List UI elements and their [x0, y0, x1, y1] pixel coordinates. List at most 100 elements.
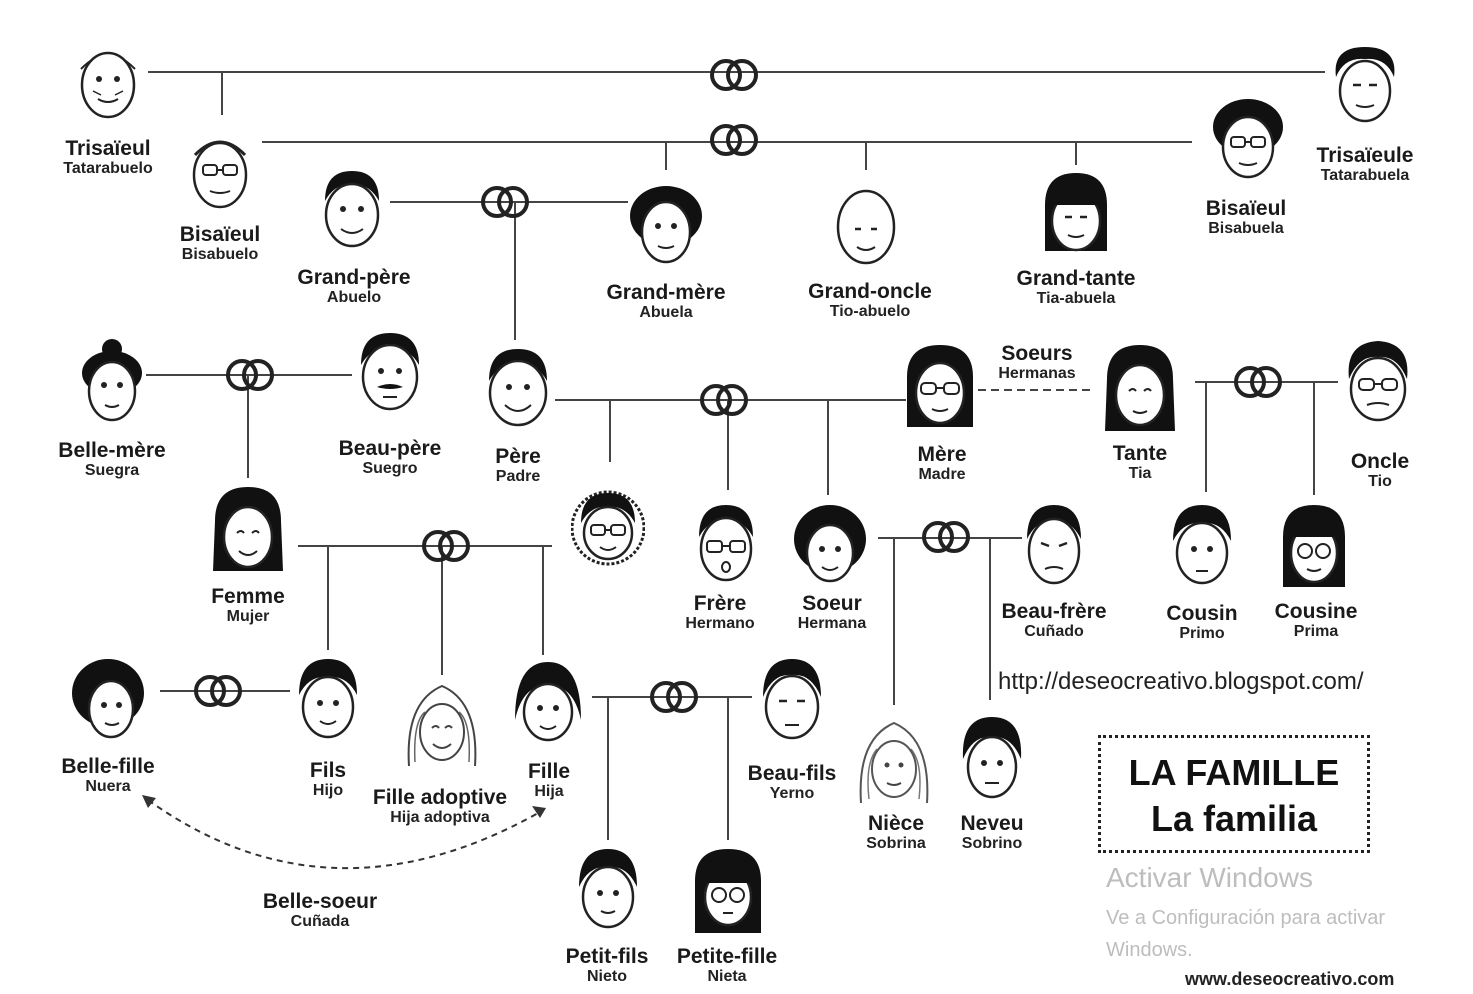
marriage-rings-icon	[422, 530, 470, 562]
label-fr: Neveu	[960, 812, 1024, 835]
label-fr: Cousin	[1166, 602, 1238, 625]
label-es: Yerno	[769, 785, 815, 802]
label-es: Hija adoptiva	[390, 809, 490, 826]
label-es: Prima	[1293, 623, 1339, 640]
yerno-portrait-icon	[763, 659, 821, 740]
label-es: Madre	[918, 466, 966, 483]
label-fr: Nièce	[867, 812, 925, 835]
marriage-rings-icon	[194, 675, 242, 707]
label-es: Sobrino	[961, 835, 1023, 852]
label-es: Tio	[1368, 473, 1392, 490]
label-fr: Grand-père	[297, 266, 411, 289]
tatarabuelo-portrait-icon	[80, 51, 136, 119]
label-es: Tatarabuelo	[63, 160, 153, 177]
label-es: Bisabuela	[1208, 220, 1284, 237]
footer-url: www.deseocreativo.com	[1185, 969, 1395, 989]
label-fr: Grand-oncle	[808, 280, 932, 303]
label-fr: Frère	[693, 592, 747, 615]
bisabuela-portrait-icon	[1213, 99, 1283, 179]
marriage-rings-icon	[700, 384, 748, 416]
abuela-portrait-icon	[630, 186, 702, 264]
label-es: Cuñada	[290, 913, 350, 930]
padre-portrait-icon	[488, 349, 548, 427]
label-fr: Soeurs	[1001, 342, 1073, 365]
title-french: LA FAMILLE	[1128, 752, 1340, 793]
sobrina-portrait-icon	[859, 721, 929, 804]
label-es: Primo	[1179, 625, 1225, 642]
label-fr: Fille	[527, 760, 570, 783]
label-es: Hija	[534, 783, 564, 800]
label-es: Tatarabuela	[1320, 167, 1410, 184]
title-box: LA FAMILLE La familia	[1098, 735, 1370, 853]
label-fr: Beau-père	[338, 437, 442, 460]
label-es: Bisabuelo	[181, 246, 259, 263]
hija-adoptiva-portrait-icon	[407, 684, 477, 767]
nuera-portrait-icon	[72, 659, 144, 739]
label-es: Cuñado	[1024, 623, 1084, 640]
label-fr: Père	[495, 445, 541, 468]
suegro-portrait-icon	[361, 333, 419, 411]
blog-url: http://deseocreativo.blogspot.com/	[998, 668, 1364, 695]
nieto-portrait-icon	[579, 849, 637, 929]
cunado-portrait-icon	[1027, 505, 1081, 585]
tia-portrait-icon	[1105, 345, 1175, 431]
self-portrait-icon	[571, 490, 645, 566]
label-fr: Cousine	[1274, 600, 1358, 623]
madre-portrait-icon	[907, 345, 973, 427]
marriage-rings-icon	[710, 59, 758, 91]
prima-portrait-icon	[1283, 505, 1345, 587]
label-fr: Belle-fille	[61, 755, 155, 778]
marriage-rings-icon	[481, 186, 529, 218]
label-fr: Belle-soeur	[262, 890, 378, 913]
label-es: Abuela	[639, 304, 693, 321]
marriage-rings-icon	[710, 124, 758, 156]
label-fr: Fils	[309, 759, 347, 782]
label-es: Padre	[495, 468, 541, 485]
label-es: Hermana	[797, 615, 867, 632]
tio-portrait-icon	[1348, 341, 1408, 422]
marriage-rings-icon	[922, 521, 970, 553]
tia-abuela-portrait-icon	[1045, 173, 1107, 252]
title-spanish: La familia	[1150, 798, 1318, 839]
label-es: Nieto	[587, 968, 627, 985]
label-fr: Tante	[1112, 442, 1168, 465]
label-es: Hermano	[685, 615, 755, 632]
bisabuelo-portrait-icon	[192, 140, 248, 209]
label-fr: Trisaïeule	[1316, 144, 1414, 167]
label-es: Hermanas	[998, 365, 1076, 382]
label-fr: Grand-tante	[1016, 267, 1136, 290]
sobrino-portrait-icon	[962, 717, 1022, 799]
label-fr: Bisaïeul	[1205, 197, 1287, 220]
label-es: Nuera	[85, 778, 131, 795]
mujer-portrait-icon	[213, 487, 283, 571]
marriage-rings-icon	[650, 681, 698, 713]
label-fr: Beau-fils	[747, 762, 837, 785]
label-fr: Bisaïeul	[179, 223, 261, 246]
hermana-portrait-icon	[794, 505, 866, 583]
label-es: Suegra	[84, 462, 140, 479]
primo-portrait-icon	[1173, 505, 1231, 585]
label-es: Sobrina	[866, 835, 926, 852]
label-fr: Femme	[211, 585, 285, 608]
